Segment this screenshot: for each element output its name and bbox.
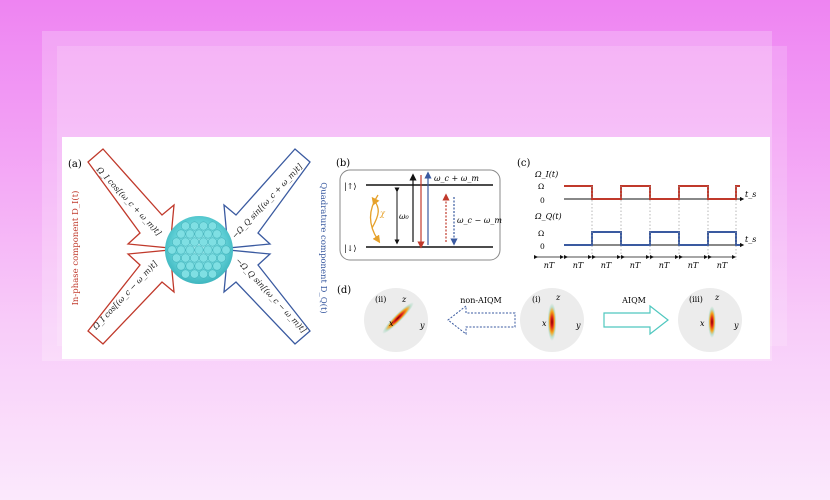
panel-a-label: (a) (68, 159, 82, 170)
omega-q-title: Ω_Q(t) (534, 212, 562, 221)
non-aiqm-label: non-AIQM (460, 296, 502, 305)
arrow-top-left-label: Ω_I cos[(ω_c + ω_m)t] (94, 164, 163, 238)
panel-b-label: (b) (336, 158, 350, 169)
non-aiqm-arrow (447, 304, 516, 336)
ion-sphere (176, 229, 186, 239)
arrow-top-right-label: −Ω_Q sin[(ω_c + ω_m)t] (230, 161, 305, 240)
axis-x-ii: x (389, 319, 394, 328)
omega-i-zero-label: 0 (540, 196, 545, 205)
omega-q-waveform (564, 231, 740, 246)
plus-frequency-label: ω_c + ω_m (434, 174, 479, 183)
ion-sphere (181, 253, 190, 263)
down-state-label: |↓⟩ (344, 244, 357, 253)
label-ii: (ii) (375, 295, 386, 304)
axis-y-i: y (575, 321, 581, 330)
aiqm-arrow (603, 304, 669, 336)
chi-transition-arrow-back (371, 196, 380, 229)
ion-sphere (172, 253, 181, 263)
panel-c-label: (c) (517, 158, 531, 169)
in-phase-arrow-top (87, 148, 175, 249)
ion-sphere (199, 237, 208, 247)
ion-sphere (212, 261, 222, 271)
ion-sphere (203, 229, 213, 239)
label-iii: (iii) (689, 295, 703, 304)
axis-y-ii: y (419, 321, 425, 330)
ion-sphere (221, 245, 231, 255)
in-phase-arrow-bottom (87, 249, 175, 345)
ion-sphere (217, 253, 226, 263)
chi-label: χ (379, 209, 386, 218)
ion-sphere (199, 269, 208, 279)
period-label-3: nT (601, 261, 612, 270)
period-label-1: nT (544, 261, 555, 270)
ion-sphere (176, 261, 186, 271)
ion-sphere (190, 269, 199, 279)
quadrature-arrow-bottom (223, 249, 311, 345)
ion-sphere (199, 253, 208, 263)
ion-sphere (167, 245, 177, 255)
period-label-6: nT (688, 261, 699, 270)
omega-i-level-label: Ω (538, 182, 544, 191)
ion-sphere (212, 229, 222, 239)
ion-sphere (190, 237, 199, 247)
ion-sphere (203, 261, 213, 271)
ion-sphere (199, 221, 208, 231)
in-phase-component-label: In-phase component D_I(t) (70, 191, 81, 306)
period-guides (591, 186, 737, 260)
ion-sphere (194, 261, 204, 271)
quadrature-arrow-top (223, 148, 311, 249)
omega-q-zero-label: 0 (540, 242, 545, 251)
ion-sphere (181, 221, 190, 231)
minus-frequency-label: ω_c − ω_m (457, 216, 502, 225)
axis-y-iii: y (733, 321, 739, 330)
ion-sphere (194, 229, 204, 239)
wavefunction-ii: (ii) z x y (364, 288, 428, 352)
axis-z-i: z (555, 293, 561, 302)
omega0-label: ω₀ (399, 212, 410, 221)
ion-sphere (208, 221, 217, 231)
ion-sphere (208, 253, 217, 263)
omega-i-t-label: t_s (745, 190, 756, 199)
omega-i-title: Ω_I(t) (534, 170, 558, 179)
ion-sphere (185, 261, 195, 271)
period-label-7: nT (717, 261, 728, 270)
wavefunction-i: (i) z x y (520, 288, 584, 352)
ion-sphere (208, 269, 217, 279)
ion-sphere (172, 237, 181, 247)
up-state-label: |↑⟩ (344, 182, 357, 191)
ion-sphere (217, 237, 226, 247)
label-i: (i) (532, 295, 541, 304)
axis-x-i: x (542, 319, 547, 328)
ion-sphere (194, 245, 204, 255)
ion-sphere (212, 245, 222, 255)
ion-sphere (185, 245, 195, 255)
ion-sphere (185, 229, 195, 239)
period-label-4: nT (630, 261, 641, 270)
ion-sphere (203, 245, 213, 255)
omega-q-level-label: Ω (538, 229, 544, 238)
period-label-2: nT (573, 261, 584, 270)
ion-cloud (165, 216, 233, 284)
axis-z-ii: z (401, 295, 407, 304)
axis-z-iii: z (714, 293, 720, 302)
panel-d-label: (d) (337, 285, 351, 296)
arrow-bottom-right-label: −Ω_Q sin[(ω_c − ω_m)t] (234, 256, 309, 335)
aiqm-label: AIQM (621, 296, 646, 305)
period-label-5: nT (659, 261, 670, 270)
wavefunction-iii: (iii) z x y (678, 288, 742, 352)
ion-sphere (190, 221, 199, 231)
omega-q-t-label: t_s (745, 235, 756, 244)
ion-sphere (181, 237, 190, 247)
ion-sphere (181, 269, 190, 279)
quadrature-component-label: Quadrature component D_Q(t) (318, 182, 329, 313)
omega-i-waveform (564, 185, 740, 200)
ion-sphere (190, 253, 199, 263)
ion-sphere (176, 245, 186, 255)
axis-x-iii: x (700, 319, 705, 328)
ion-sphere (208, 237, 217, 247)
